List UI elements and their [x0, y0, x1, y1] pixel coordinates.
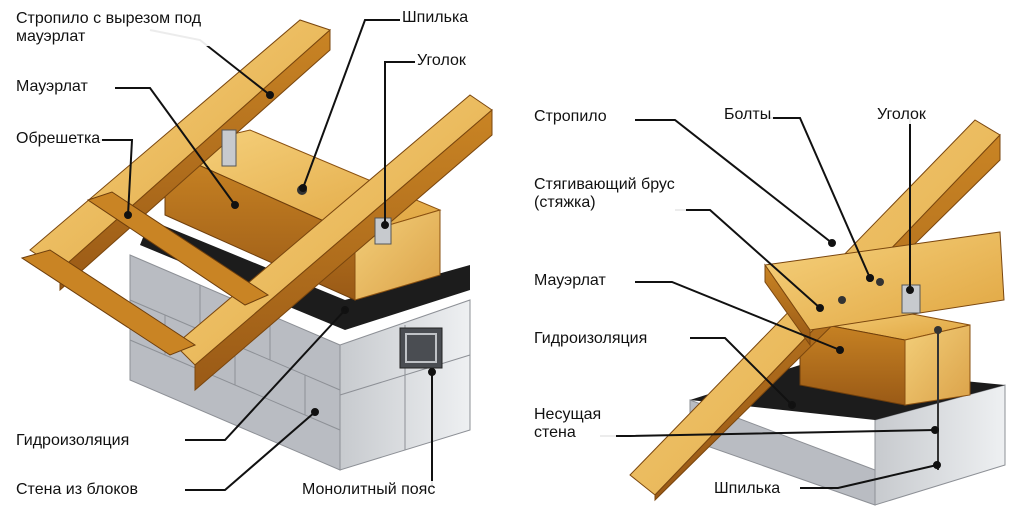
label-bolts: Болты: [722, 106, 774, 124]
waterproofing-strip-left: [140, 220, 470, 330]
label-corner-right: Уголок: [875, 106, 928, 124]
leader-lines: [100, 19, 941, 491]
leader-tie-beam: [675, 209, 821, 309]
left-diagram: [20, 19, 493, 471]
label-stud-left: Шпилька: [400, 9, 471, 27]
leader-mauerlat-right: [635, 281, 841, 351]
bolt-3: [838, 296, 846, 304]
label-rafter-notch: Стропило с вырезом под мауэрлат: [14, 10, 238, 46]
label-tie-beam: Стягивающий брус (стяжка): [532, 176, 686, 212]
leader-bolts: [760, 117, 871, 279]
label-corner-left: Уголок: [415, 52, 468, 70]
label-mauerlat-left: Мауэрлат: [14, 78, 90, 96]
label-waterproofing-right: Гидроизоляция: [532, 330, 650, 348]
label-bearing-wall: Несущая стена: [532, 406, 616, 442]
right-diagram: [629, 119, 1006, 506]
label-rafter-right: Стропило: [532, 108, 609, 126]
label-monolithic-belt: Монолитный пояс: [300, 481, 438, 499]
leader-block-wall: [185, 411, 316, 491]
lathing-board-1: [20, 249, 197, 356]
label-lathing: Обрешетка: [14, 130, 103, 148]
label-mauerlat-right: Мауэрлат: [532, 272, 608, 290]
label-waterproofing-left: Гидроизоляция: [14, 432, 132, 450]
label-block-wall: Стена из блоков: [14, 481, 140, 499]
leader-stud-right: [800, 464, 938, 489]
label-stud-right: Шпилька: [712, 480, 783, 498]
leader-lathing: [100, 139, 134, 216]
leader-stud-left: [302, 19, 400, 189]
lathing-board-2: [86, 191, 270, 306]
bolt-2: [876, 278, 884, 286]
leader-corner-left: [384, 61, 415, 225]
corner-bracket-left-2: [221, 129, 237, 167]
leader-rafter-right: [635, 119, 833, 244]
leader-mauerlat-left: [115, 87, 236, 206]
leader-waterproofing-right: [690, 337, 793, 406]
leader-waterproofing-left: [185, 309, 346, 441]
